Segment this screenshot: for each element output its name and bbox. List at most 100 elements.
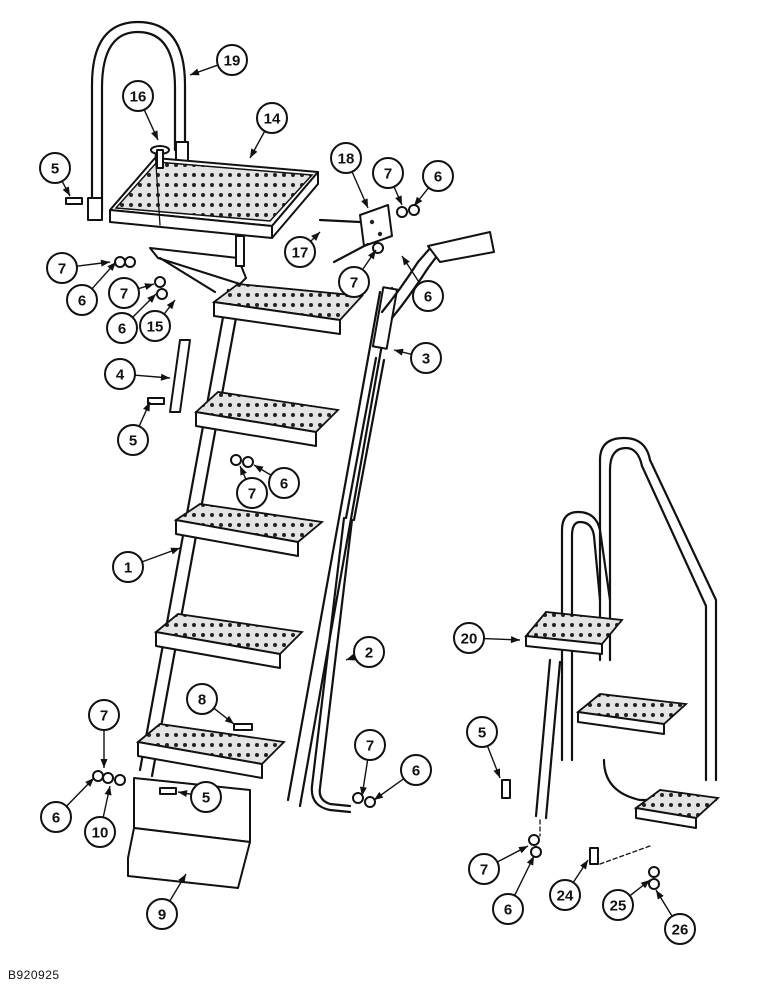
leader-arrowhead	[170, 547, 180, 555]
callout-circle	[353, 636, 385, 668]
leader-arrowhead	[374, 791, 384, 800]
leader-arrowhead	[518, 846, 528, 854]
callout-1: 1	[112, 547, 181, 583]
callout-5: 5	[466, 716, 501, 779]
callout-circle	[354, 729, 386, 761]
callout-7: 7	[108, 277, 155, 309]
callout-circle	[422, 160, 454, 192]
leader-arrowhead	[402, 256, 410, 266]
callout-6: 6	[253, 464, 300, 499]
callout-number: 7	[350, 275, 358, 292]
callout-6: 6	[66, 261, 117, 316]
callout-number: 18	[338, 151, 355, 168]
callout-7: 7	[88, 699, 120, 768]
callout-number: 16	[130, 89, 147, 106]
callout-circle	[46, 252, 78, 284]
callout-number: 6	[434, 169, 442, 186]
callout-number: 1	[124, 560, 132, 577]
callout-4: 4	[104, 358, 171, 390]
leader-arrowhead	[254, 465, 264, 473]
callout-number: 6	[412, 763, 420, 780]
leader-arrowhead	[368, 250, 376, 260]
leader-arrowhead	[224, 715, 234, 724]
callout-number: 3	[422, 351, 430, 368]
leader-arrowhead	[394, 348, 404, 356]
callout-8: 8	[186, 683, 235, 725]
leader-arrowhead	[395, 195, 402, 205]
ladder-steps	[135, 283, 364, 779]
callout-circle	[549, 879, 581, 911]
callout-number: 5	[478, 725, 486, 742]
top-platform	[109, 149, 319, 239]
callout-circle	[330, 142, 362, 174]
callout-14: 14	[249, 102, 288, 159]
callout-number: 5	[202, 790, 210, 807]
callout-9: 9	[146, 873, 187, 930]
callout-circle	[190, 781, 222, 813]
callout-circle	[236, 477, 268, 509]
callout-circle	[453, 622, 485, 654]
support-bracket	[149, 234, 247, 294]
callout-circle	[492, 893, 524, 925]
leader-arrowhead	[85, 778, 94, 787]
leader-arrowhead	[359, 786, 367, 796]
callout-circle	[40, 801, 72, 833]
callout-16: 16	[122, 80, 159, 141]
callout-7: 7	[236, 465, 268, 509]
leader-arrowhead	[178, 874, 186, 884]
callout-circle	[186, 683, 218, 715]
callout-10: 10	[84, 785, 116, 848]
leader-arrowhead	[166, 300, 175, 310]
callout-circle	[664, 913, 696, 945]
callout-6: 6	[413, 160, 454, 207]
callout-circle	[410, 342, 442, 374]
callout-circle	[466, 716, 498, 748]
callout-circle	[88, 699, 120, 731]
diagonal-brace	[169, 339, 191, 413]
callout-6: 6	[106, 293, 157, 344]
callout-7: 7	[468, 845, 529, 885]
leader-arrowhead	[62, 186, 70, 196]
callout-number: 6	[424, 289, 432, 306]
callout-number: 9	[158, 907, 166, 924]
callout-number: 20	[461, 631, 478, 648]
leader-arrowhead	[640, 880, 650, 889]
callout-25: 25	[602, 879, 651, 921]
callout-number: 6	[52, 810, 60, 827]
callout-6: 6	[40, 777, 95, 833]
callout-circle	[104, 358, 136, 390]
callout-7: 7	[338, 249, 377, 298]
callout-26: 26	[655, 889, 696, 945]
callout-circle	[400, 754, 432, 786]
callout-7: 7	[372, 157, 404, 206]
callout-circle	[139, 310, 171, 342]
callout-number: 24	[557, 888, 574, 905]
callout-24: 24	[549, 859, 589, 911]
leader-arrowhead	[100, 759, 108, 768]
callout-5: 5	[177, 781, 222, 813]
leader-arrowhead	[361, 198, 368, 208]
leader-arrowhead	[250, 148, 258, 158]
callout-circle	[108, 277, 140, 309]
leader-arrowhead	[311, 232, 320, 241]
callout-circle	[256, 102, 288, 134]
callout-circle	[468, 853, 500, 885]
leader-arrowhead	[493, 768, 500, 778]
callout-17: 17	[284, 231, 321, 268]
callout-15: 15	[139, 299, 176, 342]
upper-handrail	[87, 20, 189, 221]
leader-arrowhead	[160, 373, 170, 381]
callout-number: 19	[224, 53, 241, 70]
callout-circle	[106, 312, 138, 344]
callout-number: 14	[264, 111, 281, 128]
leader-arrowhead	[414, 196, 423, 206]
leader-arrowhead	[151, 130, 158, 140]
callout-circle	[216, 44, 248, 76]
callout-number: 7	[366, 738, 374, 755]
callout-circle	[122, 80, 154, 112]
callout-number: 15	[147, 319, 164, 336]
callout-number: 26	[672, 922, 689, 939]
leader-arrowhead	[107, 262, 116, 272]
callout-circle	[284, 236, 316, 268]
